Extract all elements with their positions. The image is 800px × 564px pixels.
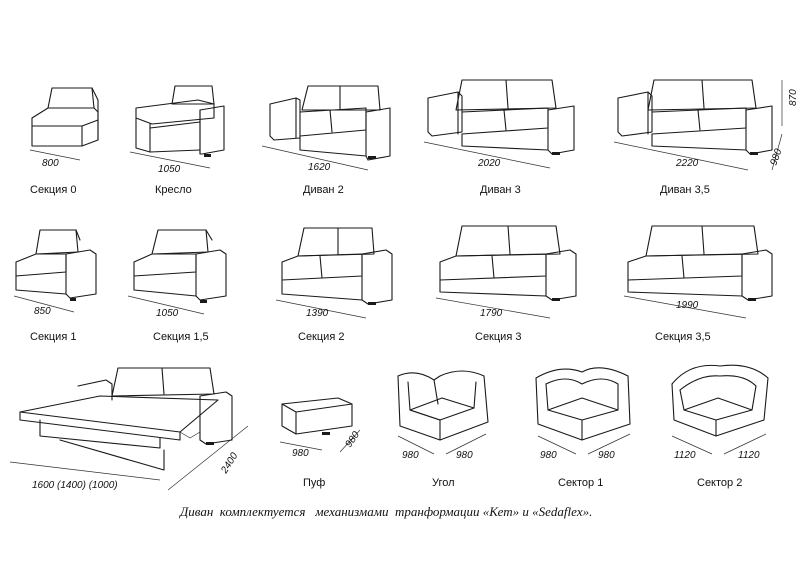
label-puf: Пуф: [303, 477, 325, 489]
label-divan-3-5: Диван 3,5: [660, 184, 710, 196]
dim-kreslo-width: 1050: [158, 164, 181, 175]
label-divan-2: Диван 2: [303, 184, 344, 196]
label-divan-3: Диван 3: [480, 184, 521, 196]
item-sekciya-1-5: 1050 Секция 1,5: [127, 229, 227, 343]
item-sektor-2: 1120 1120 Сектор 2: [671, 364, 769, 489]
item-kreslo: 1050 Кресло: [129, 85, 225, 196]
label-kreslo: Кресло: [155, 184, 192, 196]
dim-sekciya-2-width: 1390: [306, 308, 329, 319]
dim-divan-3-5-height: 870: [788, 89, 799, 106]
dim-sektor-2-left: 1120: [674, 450, 696, 461]
dim-sektor-2-right: 1120: [738, 450, 760, 461]
label-sektor-1: Сектор 1: [558, 477, 603, 489]
dim-sektor-1-left: 980: [540, 450, 557, 461]
dim-sektor-1-right: 980: [598, 450, 615, 461]
dim-puf-depth: 980: [343, 429, 362, 449]
item-sekciya-0: 800 Секция 0: [29, 87, 99, 196]
dim-divan-3-5-width: 2220: [675, 158, 699, 169]
dim-sekciya-1-5-width: 1050: [156, 308, 179, 319]
item-sekciya-3-5: 1990 Секция 3,5: [623, 225, 773, 343]
dim-sofa-bed-length: 2400: [219, 451, 241, 477]
dim-ugol-left: 980: [402, 450, 419, 461]
label-sekciya-1-5: Секция 1,5: [153, 331, 209, 343]
item-divan-2: 1620 Диван 2: [261, 85, 391, 196]
label-sekciya-2: Секция 2: [298, 331, 344, 343]
label-sektor-2: Сектор 2: [697, 477, 742, 489]
dim-sekciya-0-width: 800: [42, 158, 59, 169]
label-sekciya-3: Секция 3: [475, 331, 521, 343]
dim-puf-width: 980: [292, 448, 309, 459]
label-sekciya-3-5: Секция 3,5: [655, 331, 711, 343]
item-sekciya-3: 1790 Секция 3: [435, 225, 577, 343]
dim-sekciya-3-width: 1790: [480, 308, 503, 319]
dim-sekciya-3-5-width: 1990: [676, 300, 699, 311]
item-sekciya-1: 850 Секция 1: [13, 229, 97, 343]
dim-sofa-bed-width: 1600 (1400) (1000): [32, 480, 118, 491]
item-sektor-1: 980 980 Сектор 1: [535, 367, 631, 489]
item-puf: 980 980 Пуф: [279, 397, 362, 489]
item-divan-3: 2020 Диван 3: [423, 79, 575, 196]
dim-divan-3-width: 2020: [477, 158, 501, 169]
item-ugol: 980 980 Угол: [397, 370, 489, 489]
label-ugol: Угол: [432, 477, 455, 489]
dim-sekciya-1-width: 850: [34, 306, 51, 317]
dim-ugol-right: 980: [456, 450, 473, 461]
label-sekciya-1: Секция 1: [30, 331, 76, 343]
label-sekciya-0: Секция 0: [30, 184, 76, 196]
item-sofa-bed: 1600 (1400) (1000) 2400: [9, 367, 249, 491]
item-sekciya-2: 1390 Секция 2: [275, 227, 393, 343]
caption: Диван комплектуется механизмами транформ…: [178, 504, 592, 519]
item-divan-3-5: 2220 870 980 Диван 3,5: [613, 79, 799, 196]
dim-divan-2-width: 1620: [308, 162, 331, 173]
